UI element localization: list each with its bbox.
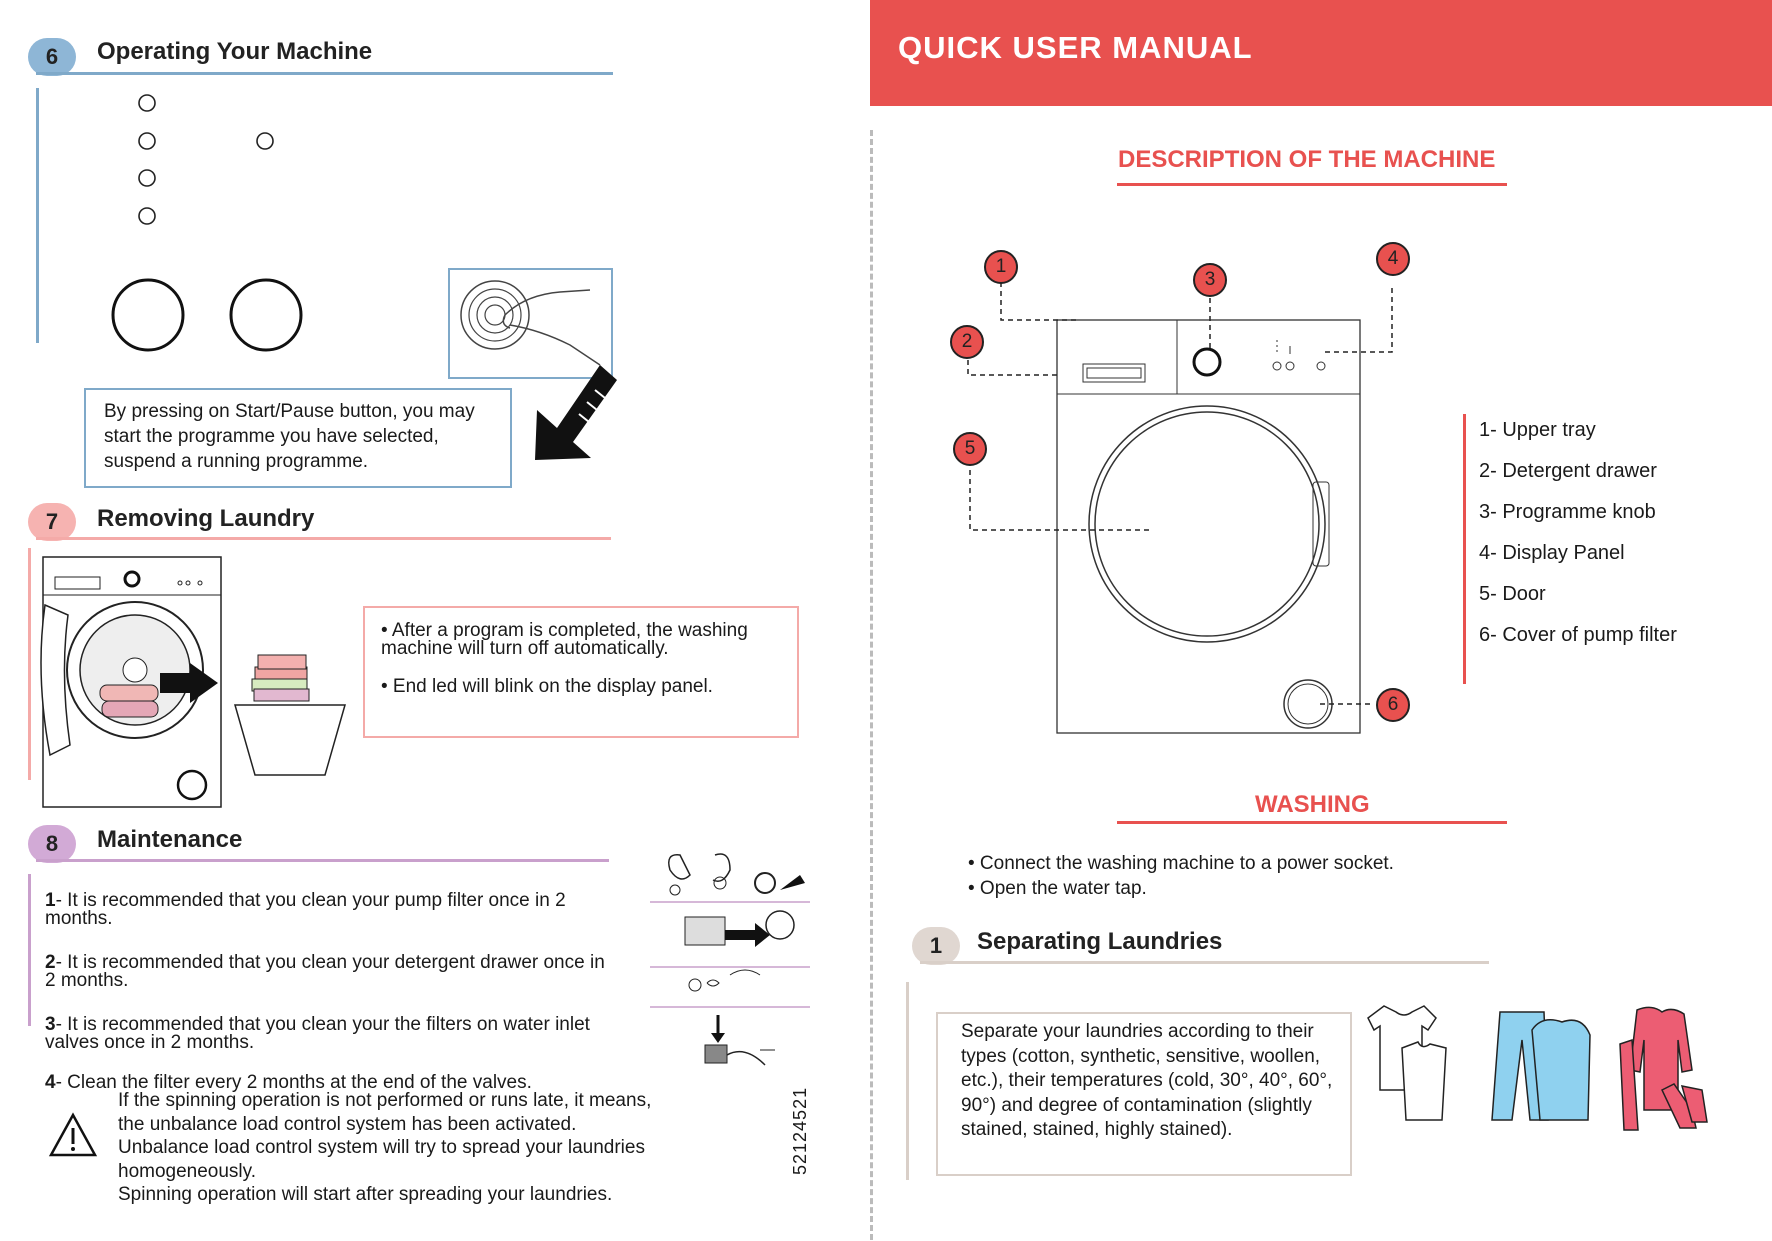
washing-step-1: • Connect the washing machine to a power… <box>968 853 1394 874</box>
panel-buttons <box>111 278 303 352</box>
page-divider <box>870 130 873 1240</box>
legend-item-2: 2- Detergent drawer <box>1479 460 1657 482</box>
start-pause-info-box: By pressing on Start/Pause button, you m… <box>84 388 512 488</box>
banner-title: QUICK USER MANUAL <box>898 30 1253 65</box>
banner: QUICK USER MANUAL <box>870 0 1772 106</box>
start-pause-text: By pressing on Start/Pause button, you m… <box>104 401 475 472</box>
section-8-side-bar <box>28 874 31 1026</box>
removing-bullet-2: • End led will blink on the display pane… <box>381 676 713 697</box>
maintenance-item-1: 1- It is recommended that you clean your… <box>45 890 566 929</box>
separating-info-box: Separate your laundries according to the… <box>936 1012 1352 1176</box>
section-7-title: Removing Laundry <box>97 505 315 532</box>
document-code: 52124521 <box>790 1086 810 1175</box>
callout-3: 3 <box>1193 263 1227 297</box>
maintenance-illustrations <box>650 853 810 1066</box>
callout-4: 4 <box>1376 242 1410 276</box>
legend-item-1: 1- Upper tray <box>1479 419 1596 441</box>
removing-bullet-1: • After a program is completed, the wash… <box>381 620 748 659</box>
washing-rule <box>1117 821 1507 824</box>
section-1-badge: 1 <box>912 927 960 965</box>
section-6-title: Operating Your Machine <box>97 38 373 65</box>
legend-item-4: 4- Display Panel <box>1479 542 1625 564</box>
description-rule <box>1117 183 1507 186</box>
maintenance-item-4: 4- Clean the filter every 2 months at th… <box>45 1072 532 1093</box>
finger-press-icon <box>460 280 601 366</box>
separating-text: Separate your laundries according to the… <box>961 1021 1333 1140</box>
washing-heading: WASHING <box>1255 791 1370 818</box>
open-machine-illustration <box>40 556 346 808</box>
legend-item-6: 6- Cover of pump filter <box>1479 624 1677 646</box>
section-8-rule <box>36 859 609 862</box>
section-1-title: Separating Laundries <box>977 928 1223 955</box>
callout-2: 2 <box>950 325 984 359</box>
start-pause-illustration <box>448 268 613 379</box>
maintenance-item-3: 3- It is recommended that you clean your… <box>45 1014 590 1053</box>
maintenance-item-2: 2- It is recommended that you clean your… <box>45 952 605 991</box>
section-7-badge: 7 <box>28 503 76 541</box>
callout-6: 6 <box>1376 688 1410 722</box>
legend-item-5: 5- Door <box>1479 583 1546 605</box>
callout-5: 5 <box>953 432 987 466</box>
indicator-leds <box>138 94 274 225</box>
washing-steps: • Connect the washing machine to a power… <box>968 852 1394 901</box>
warning-text: If the spinning operation is not perform… <box>118 1090 652 1205</box>
machine-diagram <box>1056 319 1361 734</box>
section-1-side-bar <box>906 982 909 1180</box>
section-1-rule <box>920 961 1489 964</box>
maintenance-list: 1- It is recommended that you clean your… <box>45 890 605 1104</box>
warning-icon <box>48 1112 98 1157</box>
parts-legend: 1- Upper tray 2- Detergent drawer 3- Pro… <box>1479 418 1759 664</box>
section-6-badge: 6 <box>28 38 76 76</box>
arrow-down-left-icon <box>535 365 617 460</box>
removing-laundry-box: • After a program is completed, the wash… <box>363 606 799 738</box>
section-7-side-bar <box>28 548 31 780</box>
description-heading: DESCRIPTION OF THE MACHINE <box>1118 146 1496 173</box>
section-7-rule <box>36 537 611 540</box>
section-6-side-bar <box>36 88 39 343</box>
callout-1: 1 <box>984 250 1018 284</box>
section-8-title: Maintenance <box>97 826 243 853</box>
laundry-clothes-illustration <box>1367 1005 1708 1131</box>
legend-bar <box>1463 414 1466 684</box>
washing-step-2: • Open the water tap. <box>968 877 1147 899</box>
section-8-badge: 8 <box>28 825 76 863</box>
section-6-rule <box>36 72 613 75</box>
callout-leaders <box>967 282 1393 705</box>
legend-item-3: 3- Programme knob <box>1479 501 1656 523</box>
